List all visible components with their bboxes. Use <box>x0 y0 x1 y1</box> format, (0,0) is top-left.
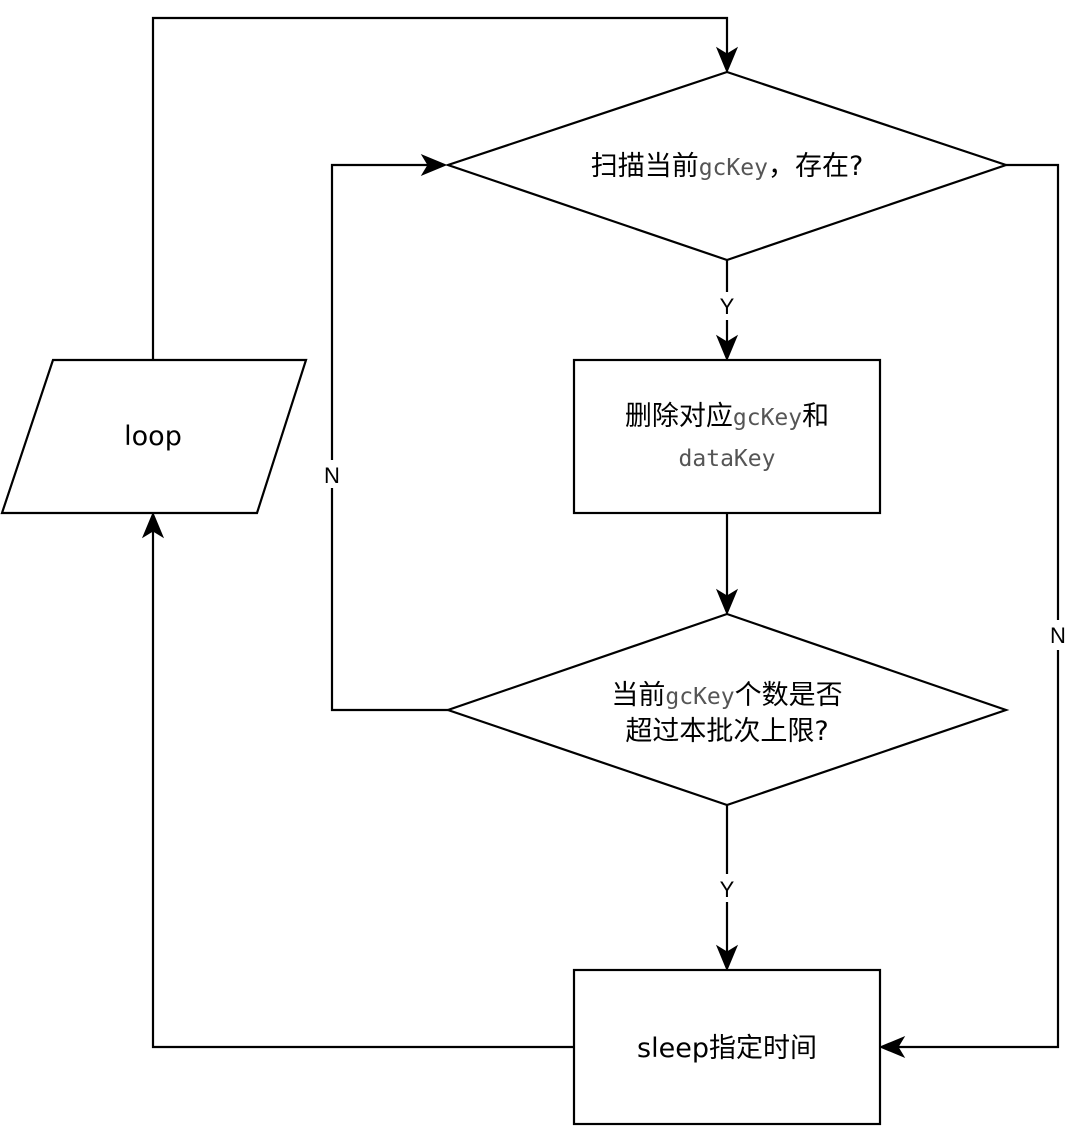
node-loop: loop <box>0 358 308 515</box>
arrowhead-scan-to-sleep <box>878 1035 906 1059</box>
delete-label-prefix: 删除对应 <box>625 401 733 432</box>
sleep-label: sleep指定时间 <box>637 1033 817 1064</box>
arrowhead-delete-to-check <box>715 588 739 616</box>
scan-label-code: gcKey <box>699 155 768 181</box>
edge-check-to-scan <box>330 163 448 712</box>
check-label-suffix: 个数是否 <box>735 680 843 711</box>
edge-label-scan-no: N <box>1050 623 1066 648</box>
scan-label-prefix: 扫描当前 <box>591 151 699 182</box>
arrowhead-scan-to-delete <box>715 334 739 362</box>
node-scan-decision: 扫描当前gcKey，存在? <box>444 70 1010 262</box>
check-label-prefix: 当前 <box>611 680 665 711</box>
check-label-code: gcKey <box>665 684 734 710</box>
scan-decision-shape <box>444 70 1010 262</box>
arrowhead-check-to-sleep <box>715 944 739 972</box>
delete-shape <box>572 358 882 515</box>
delete-label-suffix: 和 <box>802 401 829 432</box>
arrowhead-check-to-scan <box>420 153 448 177</box>
sleep-shape <box>572 968 882 1126</box>
check-decision-label-line2: 超过本批次上限? <box>625 716 828 747</box>
check-decision-shape <box>444 612 1010 807</box>
loop-label: loop <box>124 421 182 452</box>
delete-label-code: gcKey <box>733 405 802 431</box>
scan-label-suffix: ，存在? <box>768 151 863 182</box>
arrowhead-loop-to-scan <box>715 46 739 74</box>
loop-shape <box>0 358 308 515</box>
edge-sleep-to-loop <box>151 529 574 1049</box>
scan-decision-label: 扫描当前gcKey，存在? <box>591 151 864 182</box>
edge-label-check-no: N <box>324 463 340 488</box>
edge-scan-to-sleep <box>896 163 1060 1049</box>
edge-label-check-yes: Y <box>720 877 735 902</box>
check-decision-label-line1: 当前gcKey个数是否 <box>611 680 842 711</box>
arrowhead-sleep-to-loop <box>141 511 165 539</box>
node-sleep: sleep指定时间 <box>572 968 882 1126</box>
delete-label-line1: 删除对应gcKey和 <box>625 401 829 432</box>
edge-label-scan-yes: Y <box>720 294 735 319</box>
delete-label-line2: dataKey <box>679 446 776 472</box>
node-delete: 删除对应gcKey和 dataKey <box>572 358 882 515</box>
edge-loop-to-scan <box>151 16 729 360</box>
node-check-decision: 当前gcKey个数是否 超过本批次上限? <box>444 612 1010 807</box>
